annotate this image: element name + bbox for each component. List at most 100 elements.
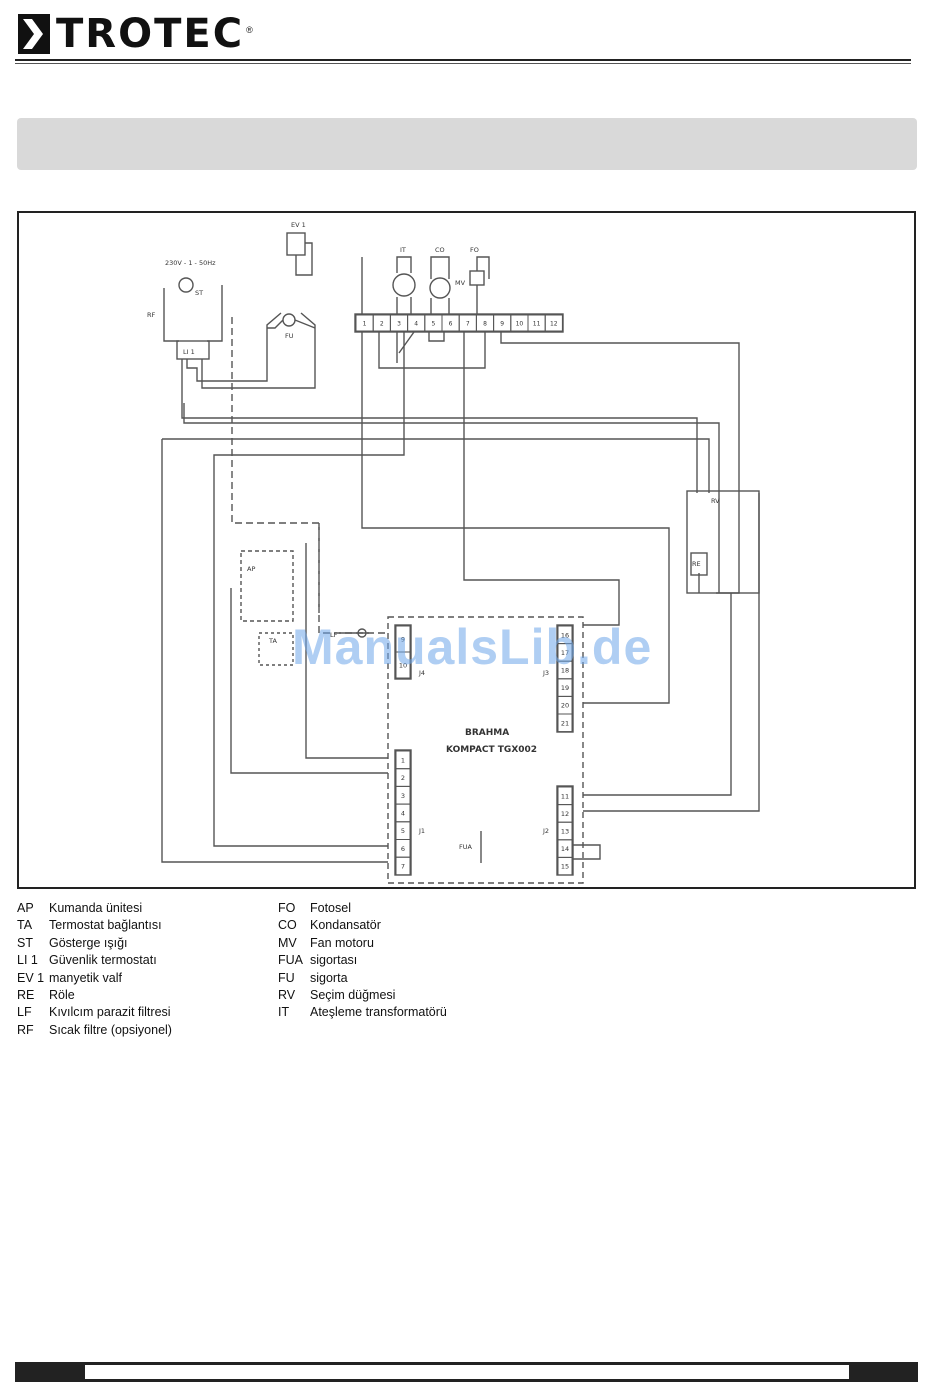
terminal-number: 1: [401, 756, 405, 764]
terminal-number: 12: [550, 321, 558, 328]
wiring-diagram-svg: 230V - 1 - 50Hz BRAHMA KOMPACT TGX002 AP…: [147, 221, 760, 884]
terminal-number: 18: [561, 667, 569, 675]
terminal-number: 9: [401, 636, 405, 644]
terminal-number: 2: [380, 321, 384, 328]
fu-fuse: [282, 313, 296, 327]
terminal-number: 2: [401, 774, 405, 782]
legend-desc: Kondansatör: [310, 918, 381, 933]
legend-code: EV 1: [17, 970, 45, 985]
it-transformer: [392, 273, 416, 297]
terminal-number: 17: [561, 649, 569, 657]
terminal-number: 3: [397, 321, 401, 328]
legend-desc: Gösterge ışığı: [49, 935, 128, 950]
legend-code: RF: [17, 1022, 34, 1037]
registered-mark: ®: [246, 25, 253, 35]
terminal-number: 5: [401, 827, 405, 835]
re-relay: [690, 552, 708, 576]
terminal-number: 13: [561, 828, 569, 836]
legend-code: CO: [278, 918, 297, 933]
label-re: RE: [692, 560, 701, 568]
header-rule: [15, 59, 911, 61]
legend-item: FU sigorta: [278, 970, 447, 987]
label-ta: TA: [268, 637, 277, 645]
terminal-number: 15: [561, 863, 569, 871]
label-fo: FO: [470, 246, 479, 254]
label-j4: J4: [418, 669, 425, 677]
legend-desc: Seçim düğmesi: [310, 988, 396, 1003]
terminal-number: 6: [401, 845, 405, 853]
terminal-number: 21: [561, 719, 569, 727]
legend-desc: Ateşleme transformatörü: [310, 1005, 447, 1020]
st-lamp: [178, 277, 194, 293]
legend-code: LI 1: [17, 953, 38, 968]
label-li1: LI 1: [183, 348, 195, 356]
legend-code: AP: [17, 901, 34, 915]
label-mv: MV: [455, 279, 466, 287]
terminal-number: 20: [561, 702, 569, 710]
header-rule-thin: [15, 63, 911, 64]
terminal-number: 10: [516, 321, 524, 328]
mv-fan-motor: [429, 277, 451, 299]
legend-desc: sigorta: [310, 970, 348, 985]
legend-code: LF: [17, 1005, 32, 1020]
terminal-number: 4: [414, 321, 418, 328]
legend-item: EV 1 manyetik valf: [17, 970, 172, 987]
legend-code: ST: [17, 935, 33, 950]
fo-photocell: [469, 270, 485, 286]
label-j2: J2: [542, 827, 549, 835]
terminal-number: 6: [449, 321, 453, 328]
terminal-number: 5: [431, 321, 435, 328]
label-rf: RF: [147, 311, 156, 319]
terminal-cell: [557, 713, 573, 733]
legend-desc: Güvenlik termostatı: [49, 953, 157, 968]
terminal-number: 14: [561, 845, 569, 853]
legend-item: RE Röle: [17, 987, 172, 1004]
terminal-number: 16: [561, 631, 569, 639]
ap-box: [240, 550, 294, 622]
legend-desc: Röle: [49, 988, 75, 1003]
terminal-number: 9: [500, 321, 504, 328]
terminal-number: 12: [561, 810, 569, 818]
controller-label-model: KOMPACT TGX002: [446, 745, 537, 755]
legend-code: MV: [278, 935, 297, 950]
legend-code: FU: [278, 970, 295, 985]
terminal-number: 8: [483, 321, 487, 328]
legend-desc: Termostat bağlantısı: [49, 918, 162, 933]
legend-desc: Kumanda ünitesi: [49, 901, 143, 915]
terminal-cell: [395, 651, 411, 679]
label-it: IT: [400, 246, 406, 254]
terminal-number: 11: [561, 792, 569, 800]
terminal-number: 4: [401, 809, 405, 817]
controller-label-brand: BRAHMA: [465, 728, 509, 738]
terminal-number: 7: [401, 863, 405, 871]
supply-label: 230V - 1 - 50Hz: [165, 259, 216, 267]
label-ev1: EV 1: [291, 221, 306, 229]
label-rv: RV: [711, 497, 720, 505]
terminal-number: 1: [363, 321, 367, 328]
legend-desc: manyetik valf: [49, 970, 122, 985]
label-fu: FU: [285, 332, 294, 340]
legend-code: TA: [17, 918, 33, 933]
label-co: CO: [435, 246, 445, 254]
label-j3: J3: [542, 669, 549, 677]
terminal-number: 3: [401, 792, 405, 800]
label-ap: AP: [247, 565, 255, 573]
terminal-number: 11: [533, 321, 541, 328]
footer-bar: [15, 1362, 918, 1382]
legend-item: CO Kondansatör: [278, 917, 447, 934]
legend-item: TA Termostat bağlantısı: [17, 917, 172, 934]
legend-code: RE: [17, 988, 35, 1003]
label-lf: LF: [330, 631, 338, 639]
trotec-chevron-icon: [18, 14, 50, 54]
rv-selector: [686, 490, 760, 594]
terminal-cell: [395, 856, 411, 876]
legend-desc: Fotosel: [310, 901, 351, 915]
